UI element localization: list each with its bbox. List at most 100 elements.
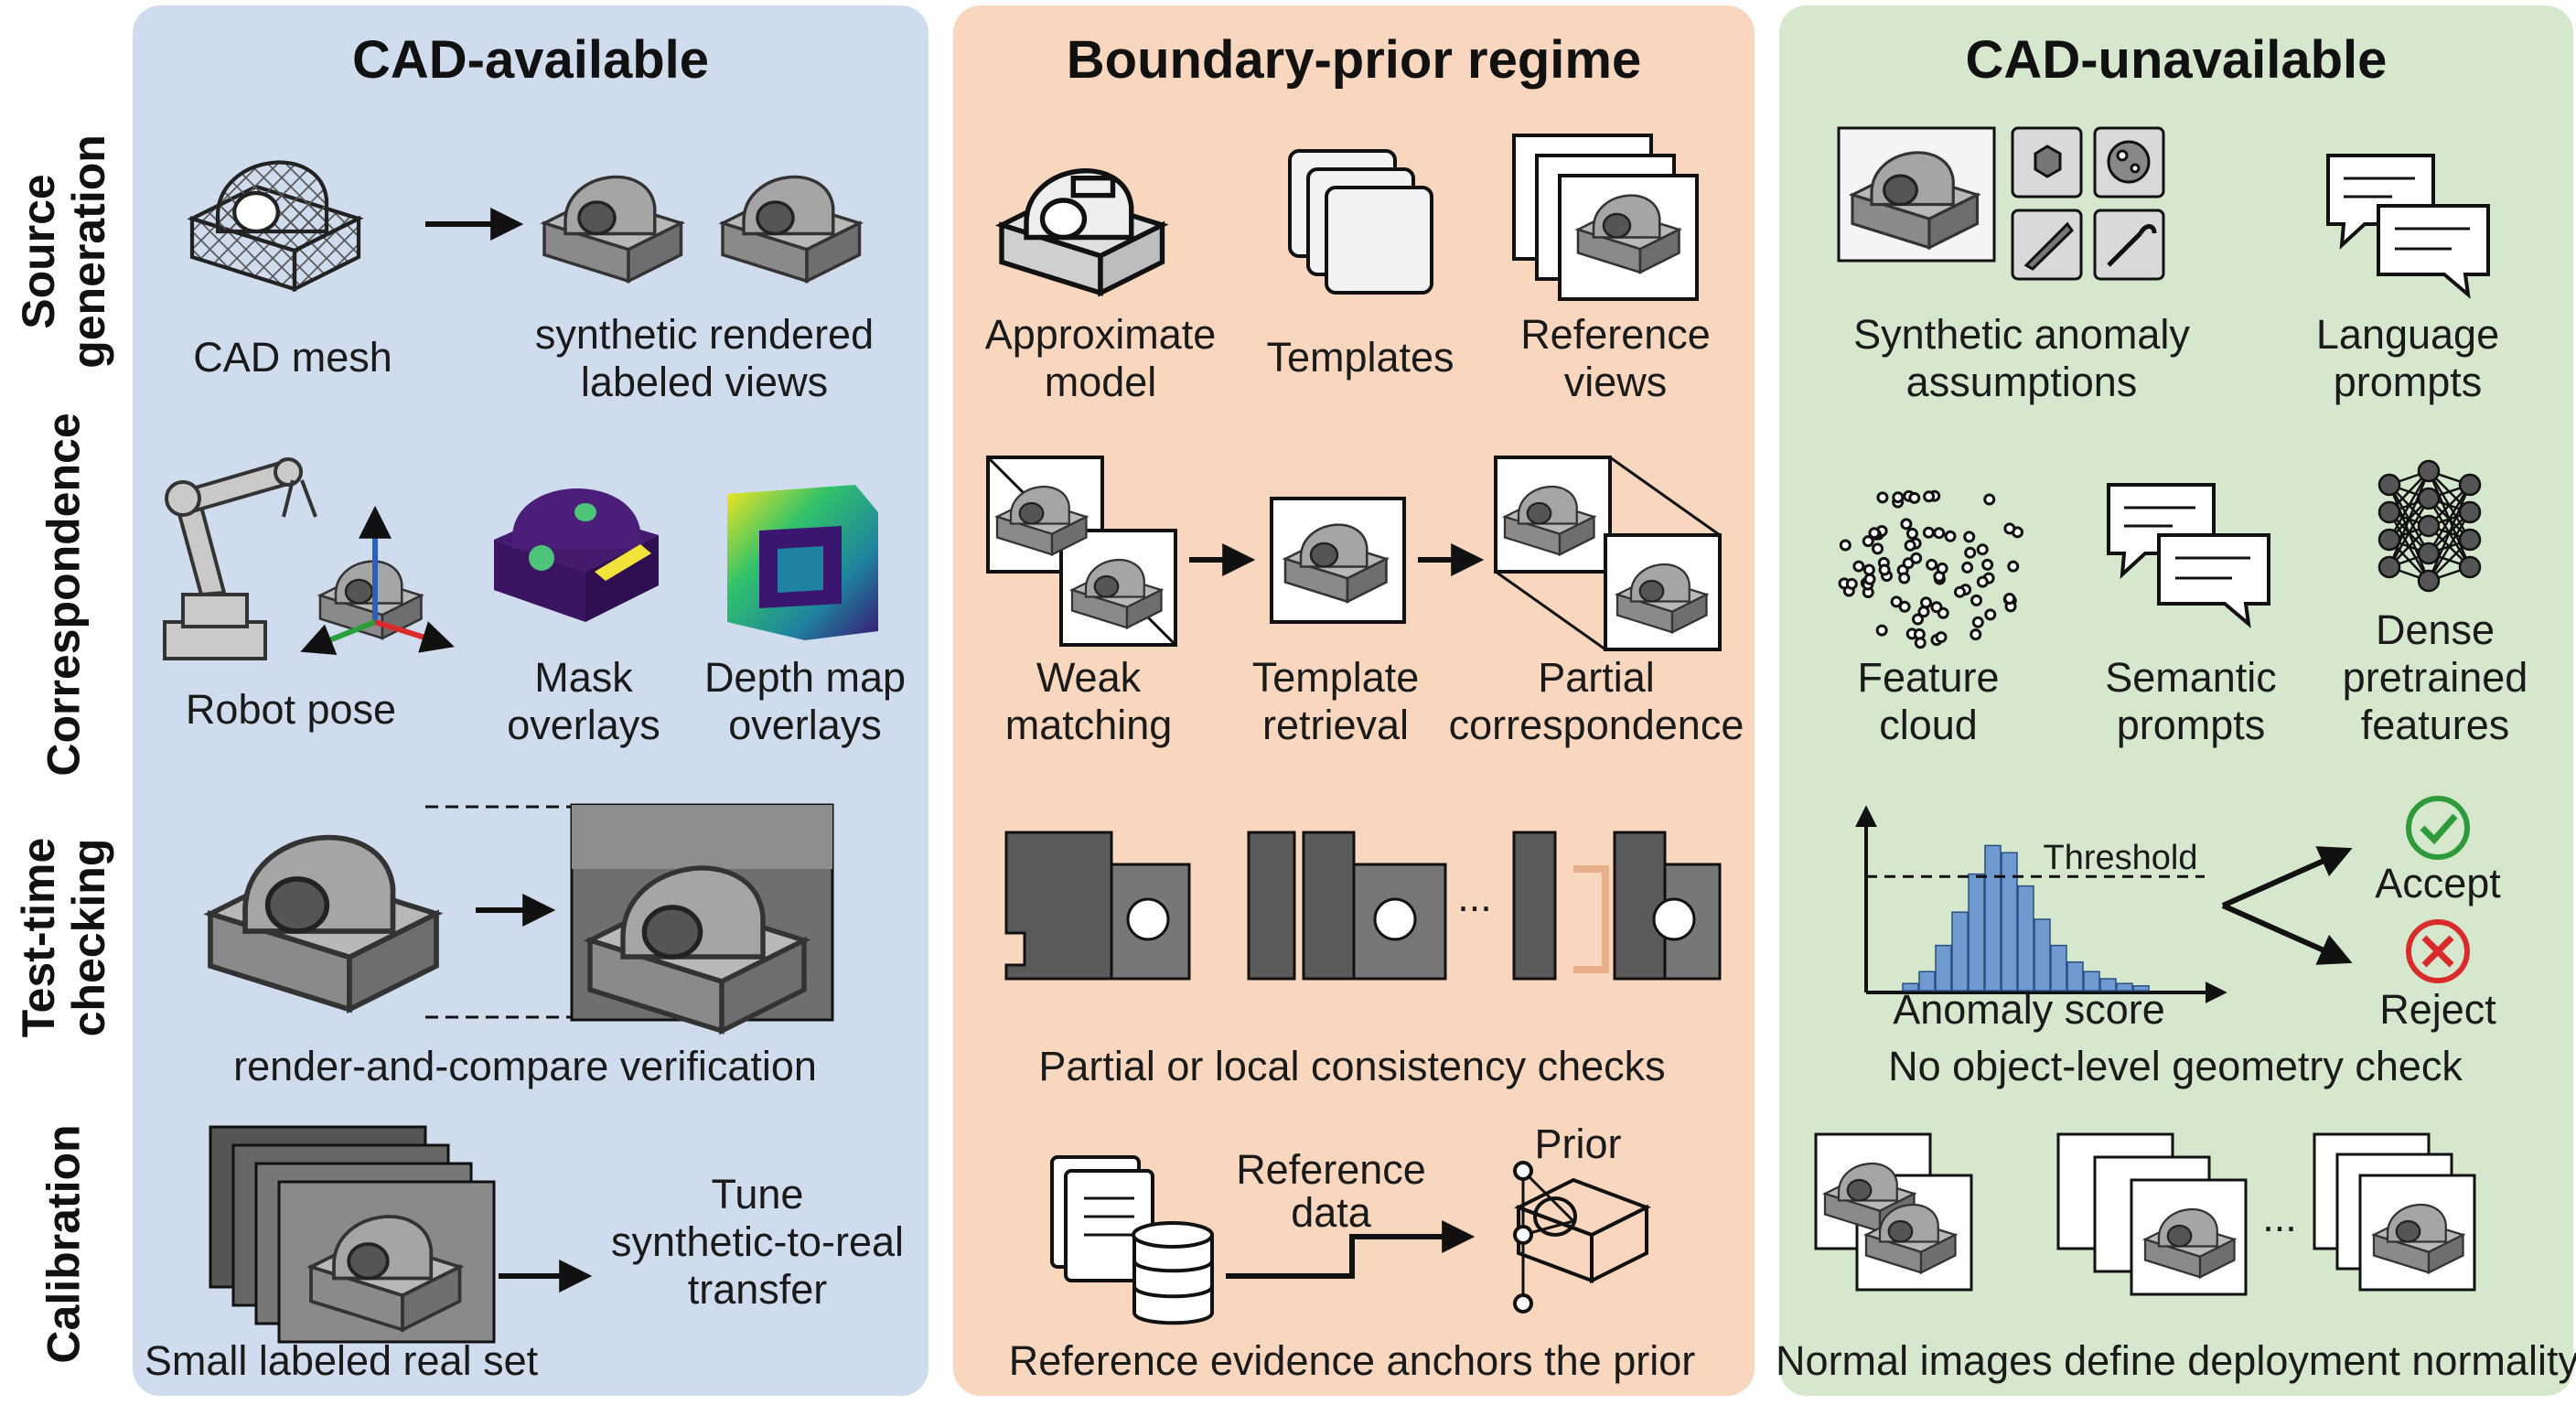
nn-node — [2417, 487, 2441, 510]
histogram-bar-1 — [1902, 982, 1919, 992]
feature-point — [1863, 573, 1876, 585]
histogram-bar-14 — [2116, 982, 2133, 992]
label-template-retrieval: Template retrieval — [1251, 654, 1420, 749]
decision-arrow-accept — [2221, 846, 2353, 908]
nn-node — [2377, 528, 2401, 552]
arrow-reference-data — [1226, 1220, 1476, 1279]
label-threshold: Threshold — [2043, 839, 2198, 877]
feature-cloud-icon — [1838, 489, 2023, 649]
feature-point — [1890, 595, 1903, 608]
label-normal-images: Normal images define deployment normalit… — [1776, 1337, 2576, 1384]
rendered-view-1-icon — [542, 175, 683, 283]
nn-edge — [2427, 511, 2472, 582]
language-prompts-icon — [2326, 154, 2490, 299]
histogram-bar-7 — [2001, 852, 2018, 992]
histogram-bars — [1902, 844, 2150, 992]
feature-point — [1898, 600, 1911, 613]
label-depth-overlays: Depth map overlays — [703, 654, 907, 749]
histogram-bar-13 — [2099, 978, 2117, 992]
label-reference-views: Reference views — [1520, 311, 1711, 406]
depth-map-icon — [727, 485, 878, 640]
feature-point — [1944, 530, 1957, 542]
anomaly-grid-icon — [2011, 126, 2165, 281]
label-semantic-prompts: Semantic prompts — [2105, 654, 2277, 749]
histogram-bar-8 — [2017, 885, 2034, 992]
feature-point — [1900, 518, 1913, 531]
feature-point — [1923, 490, 1936, 503]
label-weak-matching: Weak matching — [1004, 654, 1173, 749]
normal-images-stack-2-icon — [2056, 1132, 2248, 1296]
nn-node — [2417, 514, 2441, 538]
feature-point — [1917, 606, 1930, 618]
feature-point — [1964, 546, 1977, 559]
histogram-bar-6 — [1984, 844, 2002, 992]
nn-node — [2417, 459, 2441, 483]
approximate-model-icon — [994, 168, 1169, 297]
pose-axes-icon — [300, 505, 455, 656]
label-render-compare: render-and-compare verification — [233, 1043, 817, 1089]
reject-x-icon — [2406, 919, 2470, 983]
section-view-2-icon — [1247, 831, 1447, 981]
label-section-ellipsis: ... — [1457, 874, 1492, 920]
label-normal-ellipsis: ... — [2262, 1194, 2297, 1240]
neural-network-icon — [2377, 459, 2482, 593]
nn-node — [2377, 473, 2401, 497]
feature-point — [2007, 560, 2020, 573]
feature-point — [1875, 624, 1888, 637]
label-templates: Templates — [1266, 334, 1454, 381]
column-title-boundary-prior: Boundary-prior regime — [1066, 30, 1642, 90]
label-no-geometry-check: No object-level geometry check — [1888, 1043, 2463, 1089]
nn-edge — [2388, 470, 2431, 541]
label-feature-cloud: Feature cloud — [1857, 654, 2000, 749]
prior-skeleton-icon — [1513, 1161, 1651, 1314]
feature-point — [1971, 616, 1984, 628]
label-robot-pose: Robot pose — [185, 686, 397, 733]
feature-point — [1933, 527, 1946, 540]
label-prior: Prior — [1534, 1121, 1622, 1167]
histogram-bar-4 — [1951, 911, 1969, 992]
label-local-checks: Partial or local consistency checks — [1038, 1043, 1666, 1089]
nn-edge — [2388, 470, 2431, 568]
histogram-bar-5 — [1968, 873, 1985, 992]
semantic-prompts-icon — [2107, 483, 2270, 628]
label-mask-overlays: Mask overlays — [507, 654, 660, 749]
label-reference-anchors: Reference evidence anchors the prior — [1008, 1337, 1696, 1384]
histogram-bar-10 — [2050, 944, 2067, 992]
histogram-bar-3 — [1935, 944, 1952, 992]
document-stack-icon — [1050, 1155, 1154, 1282]
render-part-icon — [210, 838, 436, 1010]
histogram-bar-9 — [2034, 918, 2051, 992]
feature-point — [1910, 552, 1923, 564]
nn-node — [2377, 555, 2401, 579]
feature-point — [1839, 539, 1852, 552]
histogram-bar-2 — [1918, 971, 1936, 992]
feature-point — [1922, 526, 1935, 539]
feature-point — [1953, 585, 1966, 598]
feature-point — [1905, 527, 1918, 540]
feature-point — [1961, 561, 1974, 574]
feature-point — [1912, 613, 1925, 626]
label-cad-mesh: CAD mesh — [193, 334, 392, 381]
section-view-1-icon — [1004, 831, 1191, 981]
feature-point — [1936, 562, 1948, 574]
label-reference-data: Reference data — [1236, 1146, 1426, 1237]
rendered-view-2-icon — [721, 175, 862, 283]
feature-point — [1976, 543, 1989, 556]
feature-point — [1876, 491, 1889, 504]
feature-point — [1926, 558, 1938, 571]
feature-point — [1914, 637, 1927, 649]
nn-node — [2417, 569, 2441, 593]
feature-point — [1970, 594, 1983, 606]
histogram-bar-11 — [2066, 961, 2084, 992]
feature-point — [2003, 592, 2016, 605]
feature-point — [1845, 577, 1858, 590]
nn-edge — [2427, 484, 2472, 582]
nn-node — [2417, 542, 2441, 565]
feature-point — [1852, 560, 1865, 573]
nn-node — [2377, 500, 2401, 524]
feature-point — [1862, 535, 1874, 548]
mask-overlay-icon — [494, 488, 659, 622]
feature-point — [1970, 628, 1982, 641]
nn-node — [2458, 528, 2482, 552]
feature-point — [1862, 563, 1875, 576]
